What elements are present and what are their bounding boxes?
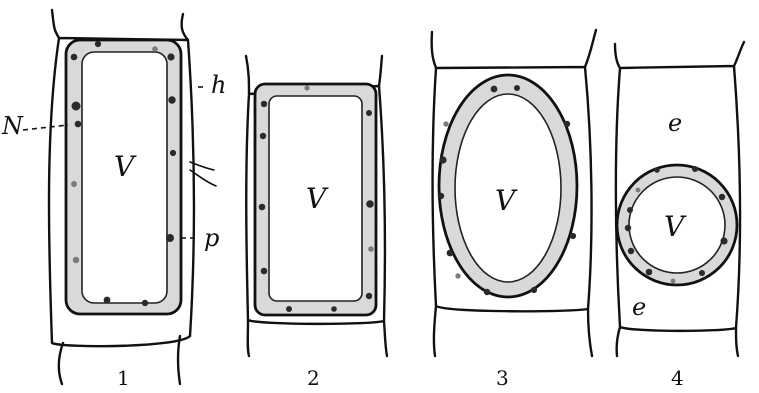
- space-bottom-label: e: [632, 293, 646, 321]
- panel-1: V N h p 1: [1, 10, 226, 389]
- panel-3-vacuole-label: V: [495, 184, 518, 217]
- panel-2: V 2: [246, 56, 387, 389]
- panel-4: V e e 4: [615, 42, 744, 389]
- panel-3: V 3: [432, 30, 596, 389]
- nucleus-label: N: [1, 112, 24, 140]
- panel-1-number: 1: [117, 366, 130, 389]
- panel-4-number: 4: [671, 366, 684, 389]
- panel-1-vacuole-label: V: [114, 150, 137, 183]
- nucleus-leader-line: [23, 125, 68, 130]
- panel-3-number: 3: [496, 366, 509, 389]
- panel-4-vacuole-label: V: [664, 210, 687, 243]
- panel-2-vacuole-label: V: [306, 182, 329, 215]
- panel-2-number: 2: [307, 366, 320, 389]
- cell-wall-label: h: [211, 71, 226, 99]
- protoplasm-label: p: [204, 224, 219, 252]
- space-top-label: e: [668, 109, 682, 137]
